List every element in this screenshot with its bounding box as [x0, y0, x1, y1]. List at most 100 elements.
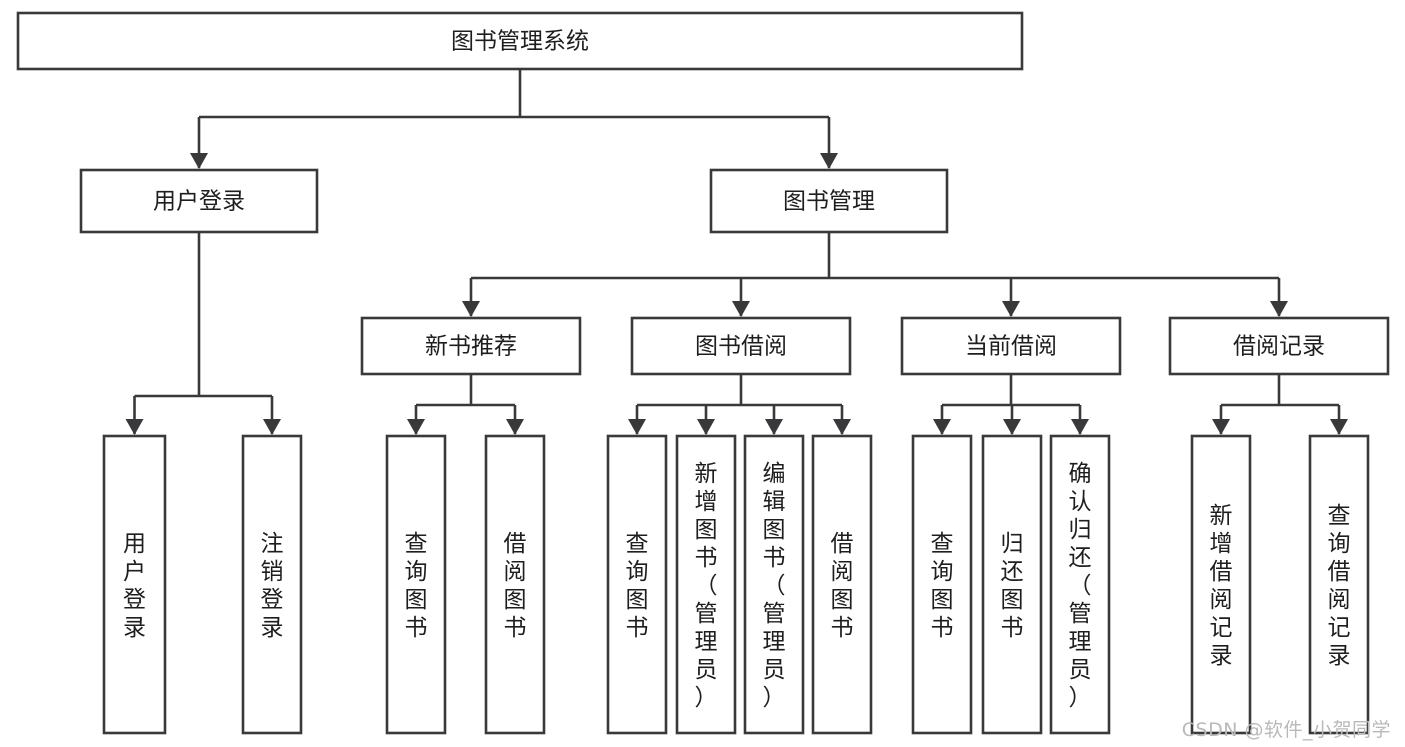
arrow-head-icon — [732, 301, 750, 317]
node-label-char: 归 — [1069, 517, 1092, 543]
node-label-char: 借 — [1328, 559, 1351, 585]
node-box[interactable] — [385, 434, 447, 735]
node-box[interactable] — [743, 434, 805, 735]
arrow-head-icon — [407, 419, 425, 435]
node-label: 借阅记录 — [1233, 334, 1325, 360]
node-label-char: 还 — [1069, 545, 1092, 571]
node-label-char: 理 — [695, 629, 718, 655]
node-label-char: 询 — [931, 559, 954, 585]
node-label-char: 录 — [1210, 643, 1233, 669]
edge-group — [407, 374, 524, 435]
node-label-char: 书 — [626, 615, 649, 641]
node-label-char: 员 — [763, 657, 786, 683]
node-label-char: （ — [695, 573, 718, 599]
node-current[interactable]: 当前借阅 — [900, 316, 1122, 376]
node-label-char: 员 — [1069, 657, 1092, 683]
node-label-char: 书 — [831, 615, 854, 641]
edge-group — [628, 374, 851, 435]
arrow-head-icon — [933, 419, 951, 435]
node-box[interactable] — [911, 434, 973, 735]
node-records[interactable]: 借阅记录 — [1168, 316, 1390, 376]
node-label: 用户登录 — [153, 189, 245, 215]
node-label-char: 阅 — [504, 559, 527, 585]
node-box[interactable] — [1168, 316, 1390, 376]
node-box[interactable] — [102, 434, 167, 735]
node-label-char: 新 — [695, 461, 718, 487]
node-label-char: 录 — [123, 615, 146, 641]
node-box[interactable] — [606, 434, 668, 735]
node-label-char: 书 — [931, 615, 954, 641]
node-label-char: 录 — [261, 615, 284, 641]
node-box[interactable] — [675, 434, 737, 735]
node-label-char: 管 — [763, 601, 786, 627]
node-box[interactable] — [1308, 434, 1370, 735]
node-box[interactable] — [630, 316, 852, 376]
arrow-head-icon — [1003, 419, 1021, 435]
node-label-char: 销 — [261, 559, 284, 585]
node-root[interactable]: 图书管理系统 — [16, 11, 1024, 71]
node-login[interactable]: 用户登录 — [79, 168, 319, 234]
node-label-char: 书 — [1001, 615, 1024, 641]
node-label-char: 图 — [1001, 587, 1024, 613]
node-label-char: 阅 — [1328, 587, 1351, 613]
node-label: 新书推荐 — [425, 334, 517, 360]
node-box[interactable] — [1049, 434, 1111, 735]
arrow-head-icon — [697, 419, 715, 435]
node-label-char: 图 — [626, 587, 649, 613]
node-label: 当前借阅 — [965, 334, 1057, 360]
node-label-char: 询 — [626, 559, 649, 585]
node-label-char: ） — [695, 685, 718, 711]
node-box[interactable] — [900, 316, 1122, 376]
node-label-char: 管 — [695, 601, 718, 627]
node-box[interactable] — [484, 434, 546, 735]
arrow-head-icon — [263, 419, 281, 435]
node-label-char: 认 — [1069, 489, 1092, 515]
node-label-char: 确 — [1069, 461, 1092, 487]
node-label-char: ） — [1069, 685, 1092, 711]
node-box[interactable] — [360, 316, 582, 376]
node-borrow[interactable]: 图书借阅 — [630, 316, 852, 376]
node-label-char: 图 — [405, 587, 428, 613]
node-box[interactable] — [79, 168, 319, 234]
node-label-char: 注 — [261, 531, 284, 557]
node-label-char: 借 — [1210, 559, 1233, 585]
node-label-char: 查 — [1328, 503, 1351, 529]
node-newbook[interactable]: 新书推荐 — [360, 316, 582, 376]
edge-group — [1212, 374, 1348, 435]
node-leaf-user-login[interactable]: 用户登录 — [102, 434, 167, 735]
arrow-head-icon — [1212, 419, 1230, 435]
node-box[interactable] — [709, 168, 949, 234]
edge-group — [125, 232, 281, 435]
node-label-char: 录 — [1328, 643, 1351, 669]
node-label-char: 询 — [1328, 531, 1351, 557]
node-box[interactable] — [981, 434, 1043, 735]
node-box[interactable] — [1190, 434, 1252, 735]
node-label: 图书管理 — [783, 189, 875, 215]
node-box[interactable] — [241, 434, 303, 735]
node-box[interactable] — [811, 434, 873, 735]
arrow-head-icon — [506, 419, 524, 435]
node-label-char: 还 — [1001, 559, 1024, 585]
node-label-char: （ — [763, 573, 786, 599]
node-label-char: ） — [763, 685, 786, 711]
node-label-char: 理 — [763, 629, 786, 655]
node-box[interactable] — [16, 11, 1024, 71]
node-label-char: 管 — [1069, 601, 1092, 627]
arrow-head-icon — [1002, 301, 1020, 317]
arrow-head-icon — [820, 153, 838, 169]
node-label-char: 图 — [931, 587, 954, 613]
node-bookmgmt[interactable]: 图书管理 — [709, 168, 949, 234]
